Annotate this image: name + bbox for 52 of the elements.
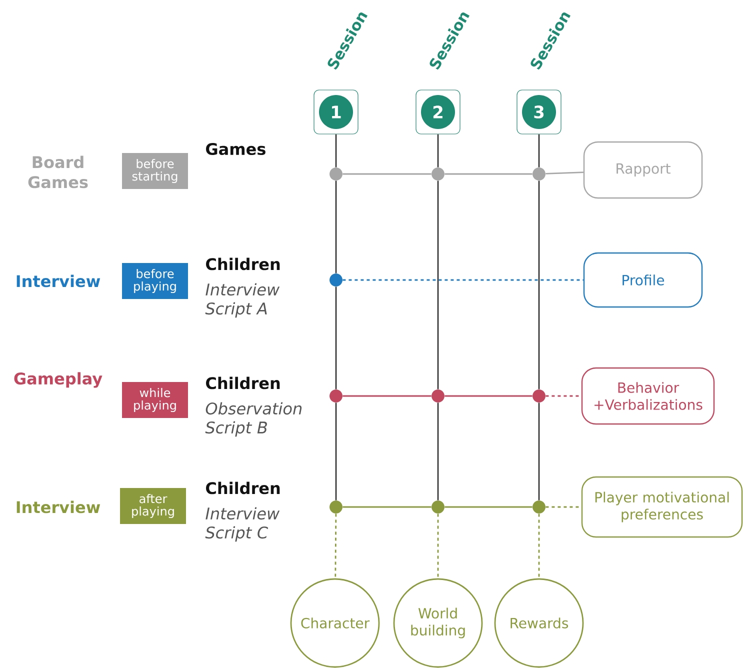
result-box: Profile bbox=[583, 252, 703, 308]
connector-line bbox=[334, 514, 337, 578]
connector-line bbox=[437, 402, 439, 500]
result-box: Player motivational preferences bbox=[581, 476, 743, 538]
participant-label: Children bbox=[206, 482, 280, 494]
junction-dot bbox=[330, 500, 342, 514]
participant-label: Children bbox=[206, 258, 280, 270]
junction-dot bbox=[330, 274, 342, 286]
connector-line bbox=[342, 506, 432, 508]
connector-line bbox=[546, 172, 584, 174]
connector-line bbox=[342, 173, 432, 175]
junction-dot bbox=[532, 168, 546, 180]
row-label: Board Games bbox=[28, 156, 88, 188]
connector-line bbox=[437, 180, 439, 390]
connector-line bbox=[437, 134, 439, 168]
phase-tag: before starting bbox=[122, 153, 188, 189]
phase-tag: while playing bbox=[122, 382, 188, 418]
junction-dot bbox=[330, 390, 342, 402]
result-box: Rapport bbox=[583, 141, 703, 199]
row-label: Interview bbox=[16, 274, 100, 288]
row-label: Interview bbox=[16, 500, 100, 514]
connector-line bbox=[444, 506, 532, 508]
connector-line bbox=[335, 180, 337, 274]
phase-tag: before playing bbox=[122, 263, 188, 299]
junction-dot bbox=[432, 500, 444, 514]
connector-line bbox=[335, 134, 337, 168]
junction-dot bbox=[432, 390, 444, 402]
junction-dot bbox=[532, 500, 546, 514]
method-label: Observation Script B bbox=[205, 402, 302, 437]
participant-label: Games bbox=[206, 142, 266, 156]
connector-line bbox=[342, 279, 584, 281]
connector-line bbox=[546, 395, 582, 397]
connector-line bbox=[335, 286, 337, 390]
connector-line bbox=[335, 402, 337, 500]
connector-line bbox=[444, 395, 532, 397]
method-label: Interview Script A bbox=[205, 283, 280, 318]
connector-line bbox=[538, 402, 540, 500]
result-box: Behavior +Verbalizations bbox=[581, 367, 715, 425]
participant-label: Children bbox=[206, 376, 280, 390]
row-label: Gameplay bbox=[14, 372, 102, 388]
connector-line bbox=[342, 395, 432, 397]
connector-line bbox=[437, 514, 439, 578]
junction-dot bbox=[330, 168, 342, 180]
junction-dot bbox=[432, 168, 444, 180]
phase-tag: after playing bbox=[120, 488, 186, 524]
connector-line bbox=[538, 514, 540, 578]
connector-line bbox=[538, 134, 540, 168]
connector-line bbox=[444, 173, 532, 175]
connector-line bbox=[538, 180, 540, 390]
connector-line bbox=[546, 506, 582, 508]
method-label: Interview Script C bbox=[205, 507, 280, 542]
junction-dot bbox=[532, 390, 546, 402]
